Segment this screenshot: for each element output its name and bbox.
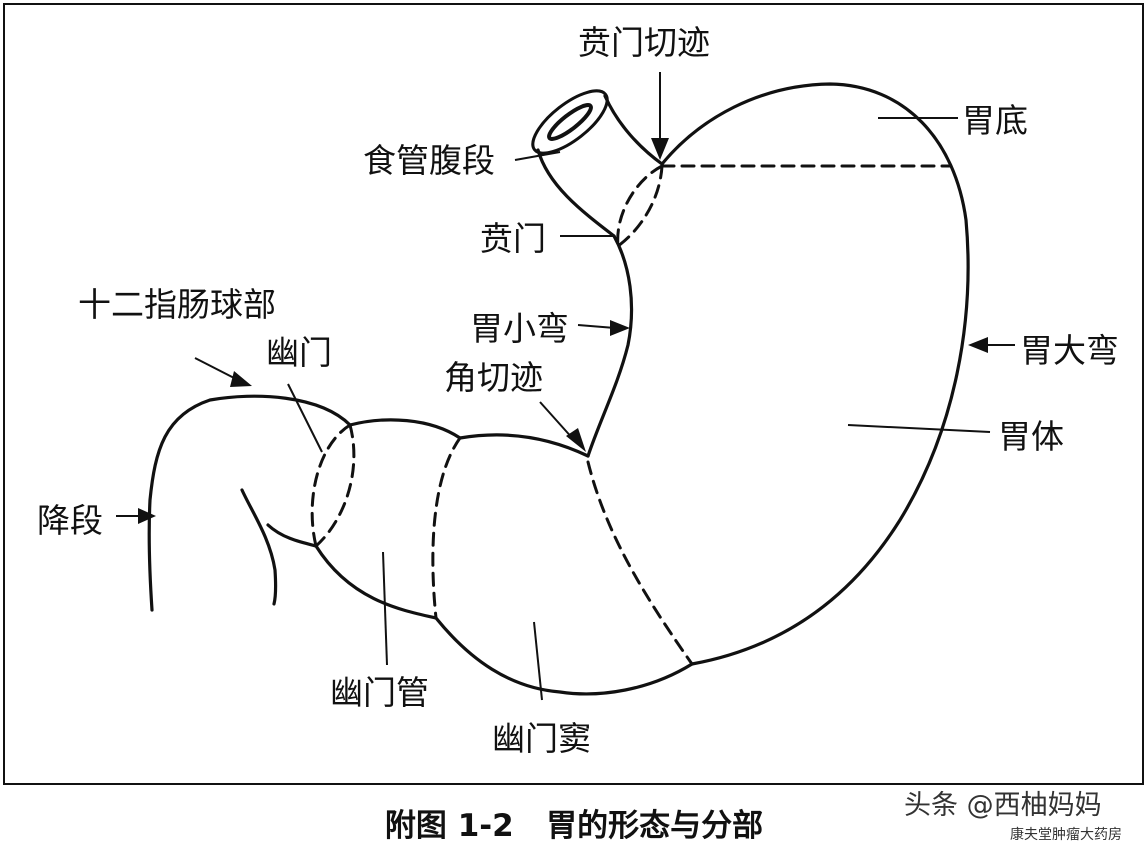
antrum-canal-boundary-dashed xyxy=(431,436,462,620)
pyloric-canal-lower xyxy=(314,544,438,620)
leader-esophagus xyxy=(514,151,561,161)
label-esophagus-abdominal: 食管腹段 xyxy=(363,141,495,180)
lesser-curvature-outline xyxy=(586,234,634,458)
cardia-boundary-dashed-b xyxy=(616,164,664,248)
esophagus-left-wall xyxy=(536,148,616,238)
arrow-duodenal-bulb xyxy=(230,371,252,387)
label-cardiac-notch: 贲门切迹 xyxy=(578,23,710,62)
pyloric-canal-upper xyxy=(348,418,462,440)
figure-caption: 附图 1-2 胃的形态与分部 xyxy=(384,808,764,844)
leader-pylorus xyxy=(287,383,323,453)
arrow-descending xyxy=(138,508,156,524)
label-descending-part: 降段 xyxy=(37,501,103,540)
esophagus-opening-inner xyxy=(547,103,593,141)
label-fundus: 胃底 xyxy=(962,101,1028,140)
esophagus-opening xyxy=(531,89,609,155)
body-antrum-boundary-dashed xyxy=(586,460,694,666)
esophagus-right-wall xyxy=(603,94,664,166)
diagram-frame xyxy=(3,3,1144,785)
antrum-lower-outline xyxy=(434,616,694,696)
arrow-greater-curvature xyxy=(968,337,988,353)
antrum-upper-outline xyxy=(458,433,590,458)
pylorus-boundary-dashed-b xyxy=(314,423,356,548)
leader-pyloric-antrum xyxy=(533,621,543,701)
label-angular-notch: 角切迹 xyxy=(444,358,543,397)
label-pyloric-antrum: 幽门窦 xyxy=(492,719,591,758)
label-greater-curvature: 胃大弯 xyxy=(1020,331,1119,370)
arrow-lesser-curvature xyxy=(610,320,630,336)
pylorus-boundary-dashed-a xyxy=(310,423,352,548)
label-pylorus: 幽门 xyxy=(266,333,332,372)
duodenum-inner-outline xyxy=(240,488,278,606)
greater-curvature-outline xyxy=(660,82,970,666)
label-body: 胃体 xyxy=(998,417,1064,456)
arrow-angular-notch xyxy=(566,428,586,452)
leader-duodenal-bulb xyxy=(194,357,239,381)
label-cardia: 贲门 xyxy=(480,219,546,258)
watermark-main: 头条 @西柚妈妈 xyxy=(904,790,1102,821)
label-pyloric-canal: 幽门管 xyxy=(330,673,429,712)
cardia-boundary-dashed-a xyxy=(616,164,664,248)
leader-body xyxy=(847,424,991,433)
watermark-sub: 康夫堂肿瘤大药房 xyxy=(1010,827,1122,843)
arrow-cardiac-notch xyxy=(651,138,669,160)
leader-angular-notch xyxy=(539,401,575,441)
leader-pyloric-canal xyxy=(382,551,388,666)
leader-lesser-curvature xyxy=(577,324,616,329)
duodenum-pylorus-lower xyxy=(266,523,318,548)
label-lesser-curvature: 胃小弯 xyxy=(470,309,569,348)
label-duodenal-bulb: 十二指肠球部 xyxy=(78,285,276,324)
duodenum-outer-outline xyxy=(147,394,352,612)
